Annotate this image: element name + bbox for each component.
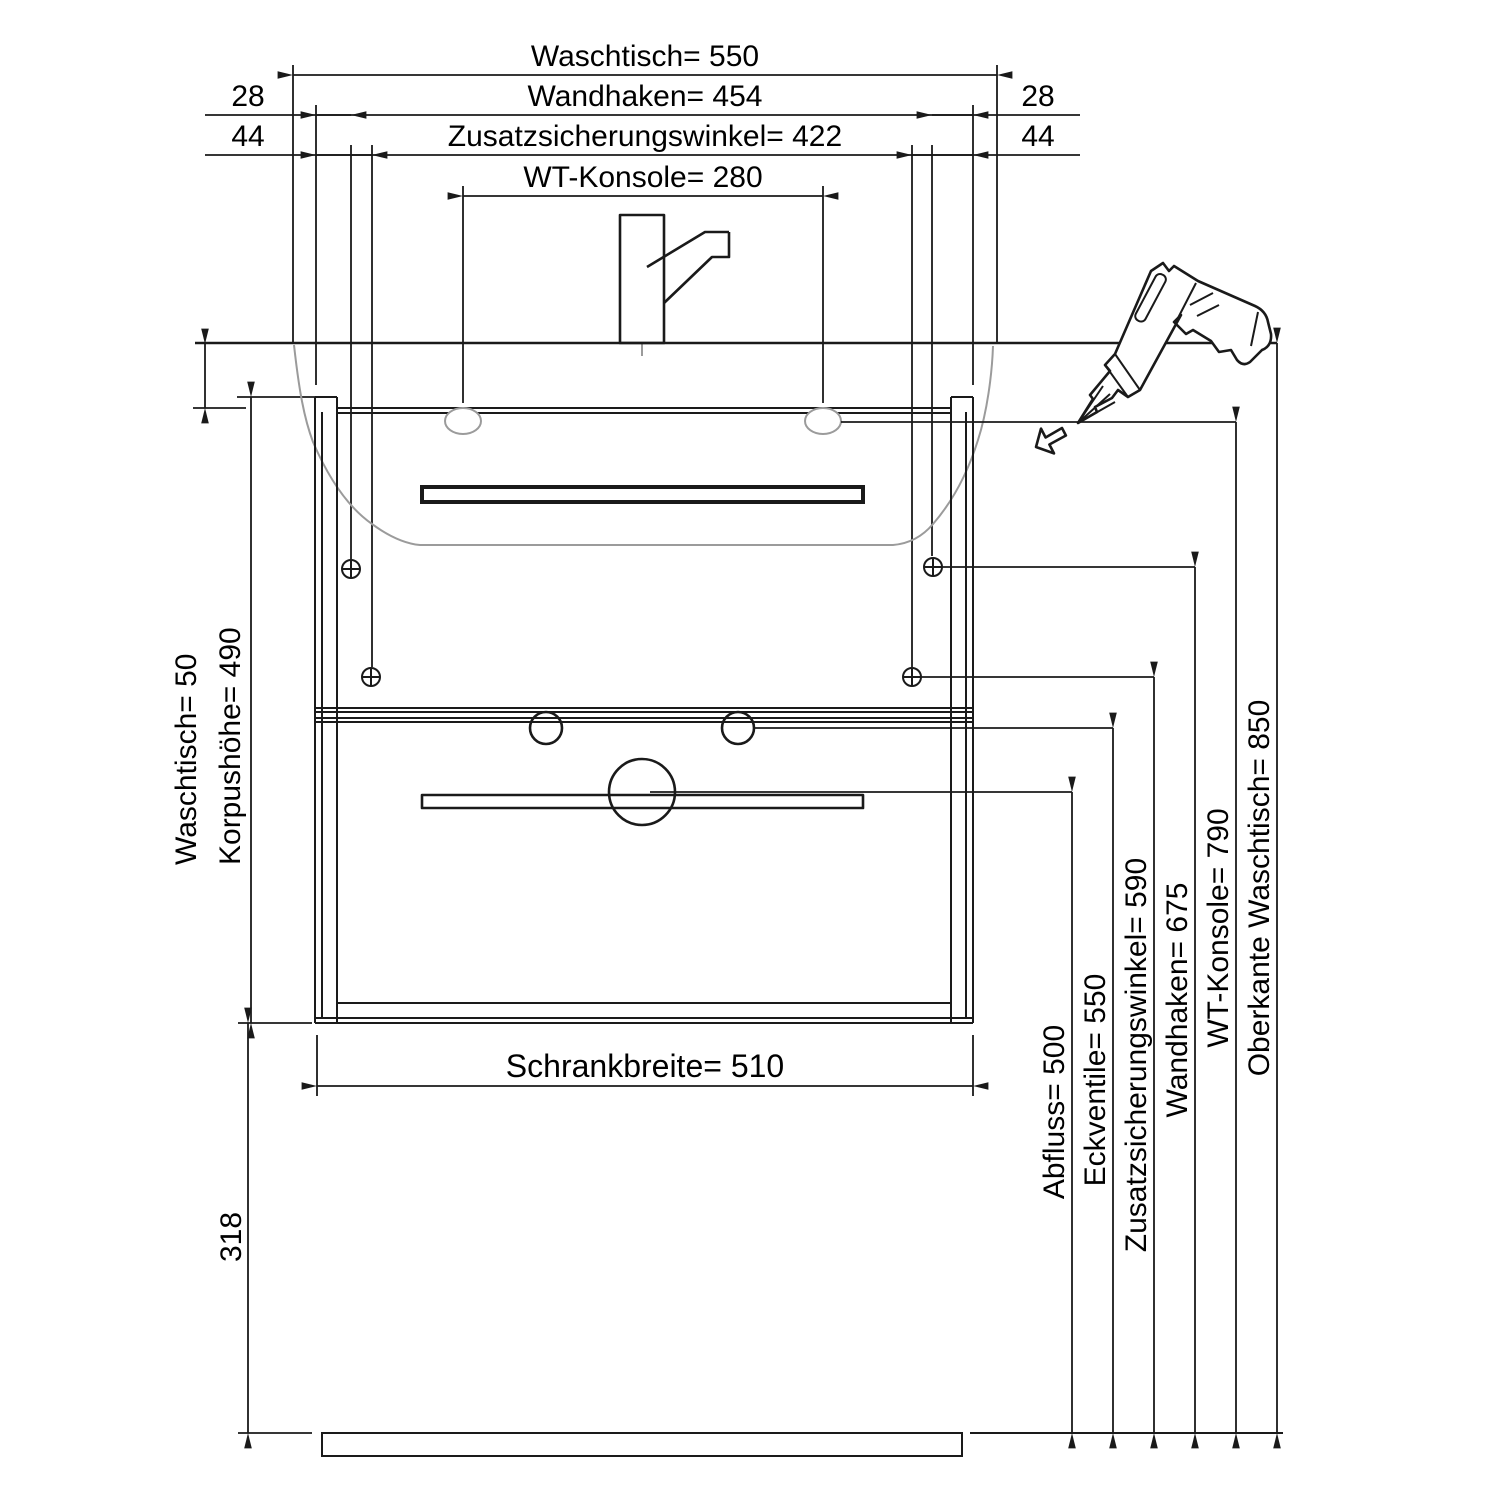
- mounting-points: [341, 407, 943, 687]
- dim-label-gap28-left: 28: [231, 80, 264, 113]
- dim-label-abfluss: Abfluss= 500: [1038, 1025, 1071, 1199]
- dim-label-gap28-right: 28: [1021, 80, 1054, 113]
- right-dimensions: Abfluss= 500 Eckventile= 550 Zusatzsiche…: [195, 327, 1281, 1449]
- dim-label-gap44-left: 44: [231, 120, 264, 153]
- eckventil-right: [720, 710, 756, 746]
- wt-konsole-hook-right: [804, 407, 842, 435]
- faucet: [618, 213, 731, 345]
- drawer-handle-top: [420, 485, 865, 504]
- vanity-cabinet: [314, 396, 974, 1024]
- dim-label-waschtisch-hoehe: Waschtisch= 50: [170, 654, 203, 865]
- dim-label-korpushoehe: Korpushöhe= 490: [214, 627, 247, 865]
- screw-icon: [923, 557, 943, 577]
- wt-konsole-hook-left: [444, 407, 482, 435]
- drawer-handle-bottom: [420, 793, 865, 810]
- bottom-dimension: Schrankbreite= 510: [301, 1035, 989, 1096]
- dim-label-sockel-abstand: 318: [215, 1212, 248, 1262]
- dim-label-zusatzwinkel-breite: Zusatzsicherungswinkel= 422: [448, 120, 842, 153]
- dim-label-wandhaken-breite: Wandhaken= 454: [528, 80, 763, 113]
- top-dimensions: Waschtisch= 550 Wandhaken= 454 Zusatzsic…: [205, 40, 1080, 667]
- screw-icon: [361, 667, 381, 687]
- eckventil-left: [528, 710, 564, 746]
- floor-panel: [321, 1432, 963, 1457]
- dim-label-gap44-right: 44: [1021, 120, 1054, 153]
- dim-label-schrankbreite: Schrankbreite= 510: [506, 1048, 784, 1084]
- direction-arrow-icon: [1034, 426, 1068, 455]
- screw-icon: [341, 559, 361, 579]
- dim-label-eckventile: Eckventile= 550: [1079, 974, 1112, 1187]
- left-dimensions: Waschtisch= 50 Korpushöhe= 490 318: [170, 328, 315, 1449]
- dim-label-oberkante: Oberkante Waschtisch= 850: [1243, 700, 1276, 1077]
- floor-and-plinth: [321, 1432, 1283, 1457]
- dim-label-zusatzwinkel-hoehe: Zusatzsicherungswinkel= 590: [1120, 858, 1153, 1252]
- dim-label-waschtisch-breite: Waschtisch= 550: [531, 40, 759, 73]
- washbasin-outline: [293, 344, 994, 546]
- cordless-drill-icon: [1076, 261, 1273, 425]
- dim-label-wt-konsole-breite: WT-Konsole= 280: [523, 161, 762, 194]
- dim-label-wandhaken-hoehe: Wandhaken= 675: [1161, 883, 1194, 1118]
- dim-label-wt-konsole-hoehe: WT-Konsole= 790: [1202, 808, 1235, 1047]
- screw-icon: [902, 667, 922, 687]
